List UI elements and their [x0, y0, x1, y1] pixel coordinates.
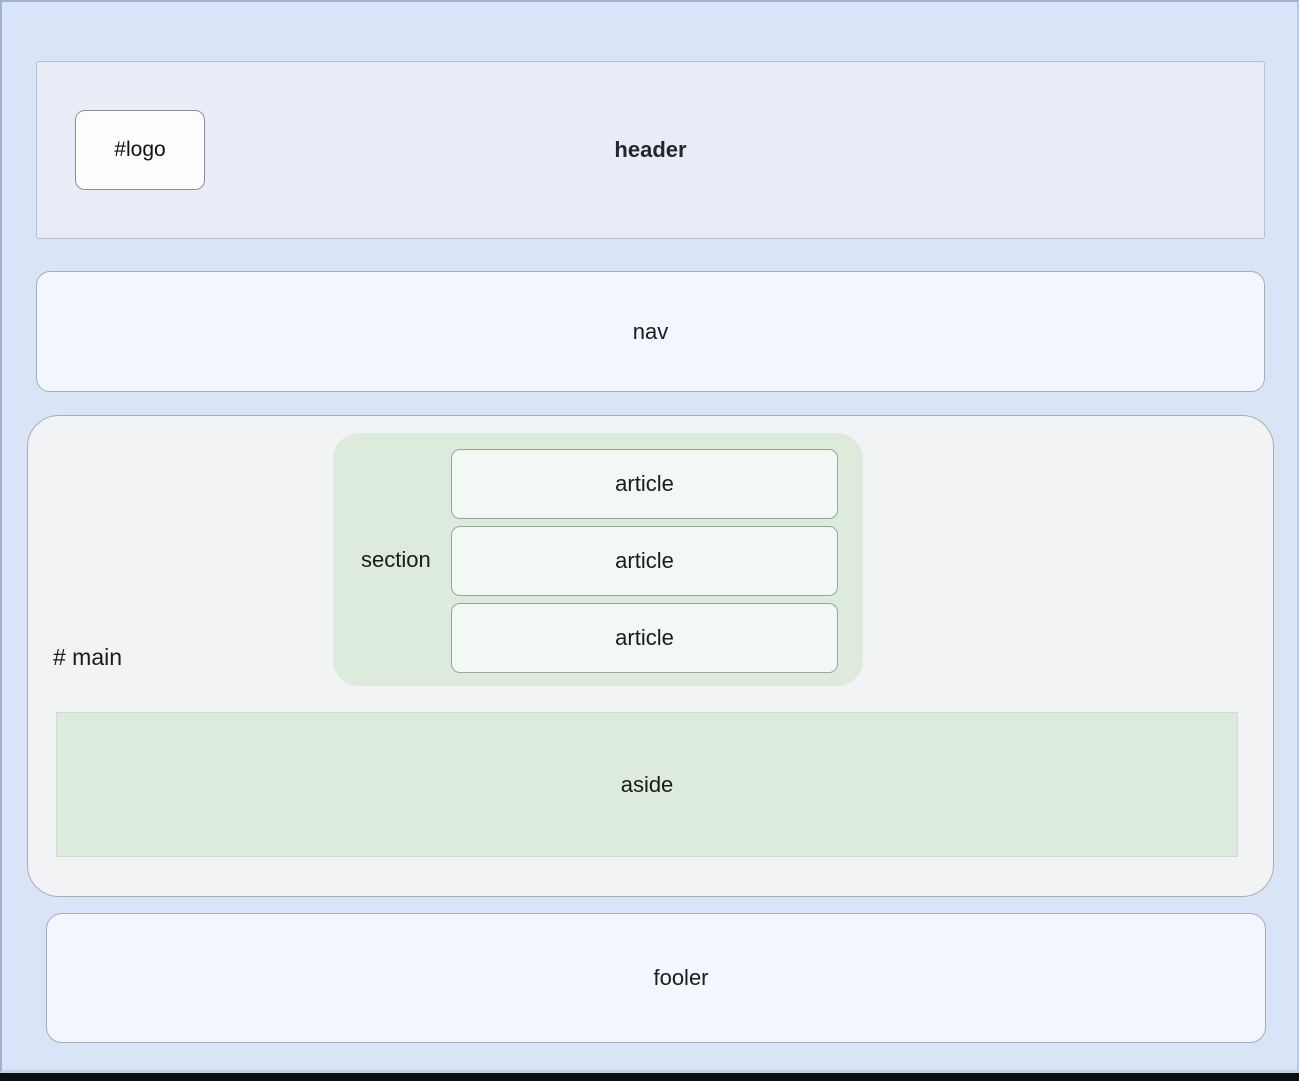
article-label: article — [615, 625, 674, 650]
header-block[interactable]: #logo header — [36, 61, 1265, 239]
header-label: header — [614, 137, 687, 162]
bottom-band — [0, 1073, 1299, 1081]
section-block[interactable]: section article article article — [333, 433, 863, 686]
article-label: article — [615, 548, 674, 573]
article-box[interactable]: article — [451, 603, 838, 673]
main-label: # main — [53, 644, 123, 670]
aside-label: aside — [620, 771, 674, 797]
main-block[interactable]: # main section article article article a… — [27, 415, 1274, 897]
logo-label: #logo — [114, 138, 166, 161]
nav-block[interactable]: nav — [36, 271, 1265, 392]
footer-label: fooler — [653, 965, 709, 990]
article-label: article — [615, 471, 674, 496]
article-box[interactable]: article — [451, 449, 838, 519]
aside-block[interactable]: aside — [56, 712, 1238, 857]
footer-block[interactable]: fooler — [46, 913, 1266, 1043]
section-label: section — [361, 546, 431, 572]
nav-label: nav — [632, 318, 669, 344]
article-box[interactable]: article — [451, 526, 838, 596]
logo-box[interactable]: #logo — [75, 110, 205, 190]
